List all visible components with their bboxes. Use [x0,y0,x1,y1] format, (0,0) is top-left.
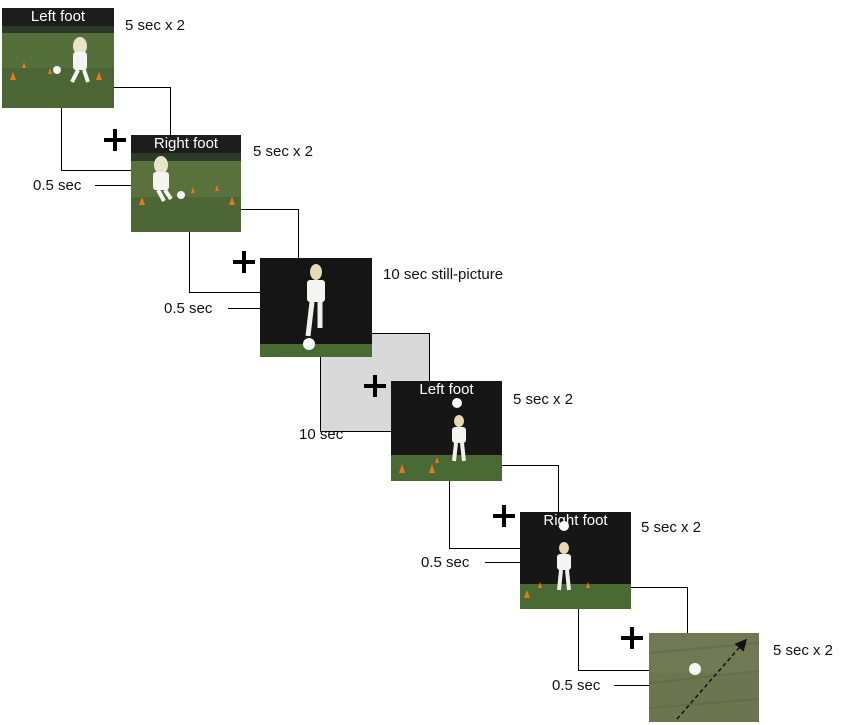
trial-duration-label: 10 sec still-picture [383,266,504,283]
fixation-duration-label: 0.5 sec [33,177,82,194]
trial-duration-label: 5 sec x 2 [125,17,186,34]
trial-photo-left-foot-outdoor: Left foot [2,8,114,108]
duration-tick [228,308,262,309]
trial-label: Right foot [131,135,241,153]
duration-tick [614,685,650,686]
trial-photo-ball-grass [649,633,759,722]
fixation-cross-icon [621,627,643,649]
fixation-duration-label: 0.5 sec [421,554,470,571]
dashed-arrow-icon [676,638,747,720]
trial-photo-right-foot-outdoor: Right foot [131,135,241,232]
fixation-duration-label: 0.5 sec [164,300,213,317]
trial-photo-left-foot-indoor: Left foot [391,381,502,481]
trial-label: Right foot [543,512,608,529]
trial-photo-right-foot-indoor: Right foot [520,512,631,609]
duration-tick [95,185,131,186]
fixation-duration-label: 10 sec [299,426,344,443]
trial-duration-label: 5 sec x 2 [641,519,702,536]
trial-label: Left foot [2,8,114,26]
fixation-cross-icon [104,129,126,151]
fixation-cross-icon [233,251,255,273]
fixation-duration-label: 0.5 sec [552,677,601,694]
fixation-cross-icon [364,375,386,397]
duration-tick [485,562,521,563]
trial-photo-still-picture [260,258,372,357]
fixation-cross-icon [493,505,515,527]
trial-label: Left foot [419,381,474,398]
soccer-ball-icon [689,663,701,675]
trial-duration-label: 5 sec x 2 [513,391,574,408]
trial-duration-label: 5 sec x 2 [773,642,834,659]
trial-duration-label: 5 sec x 2 [253,143,314,160]
